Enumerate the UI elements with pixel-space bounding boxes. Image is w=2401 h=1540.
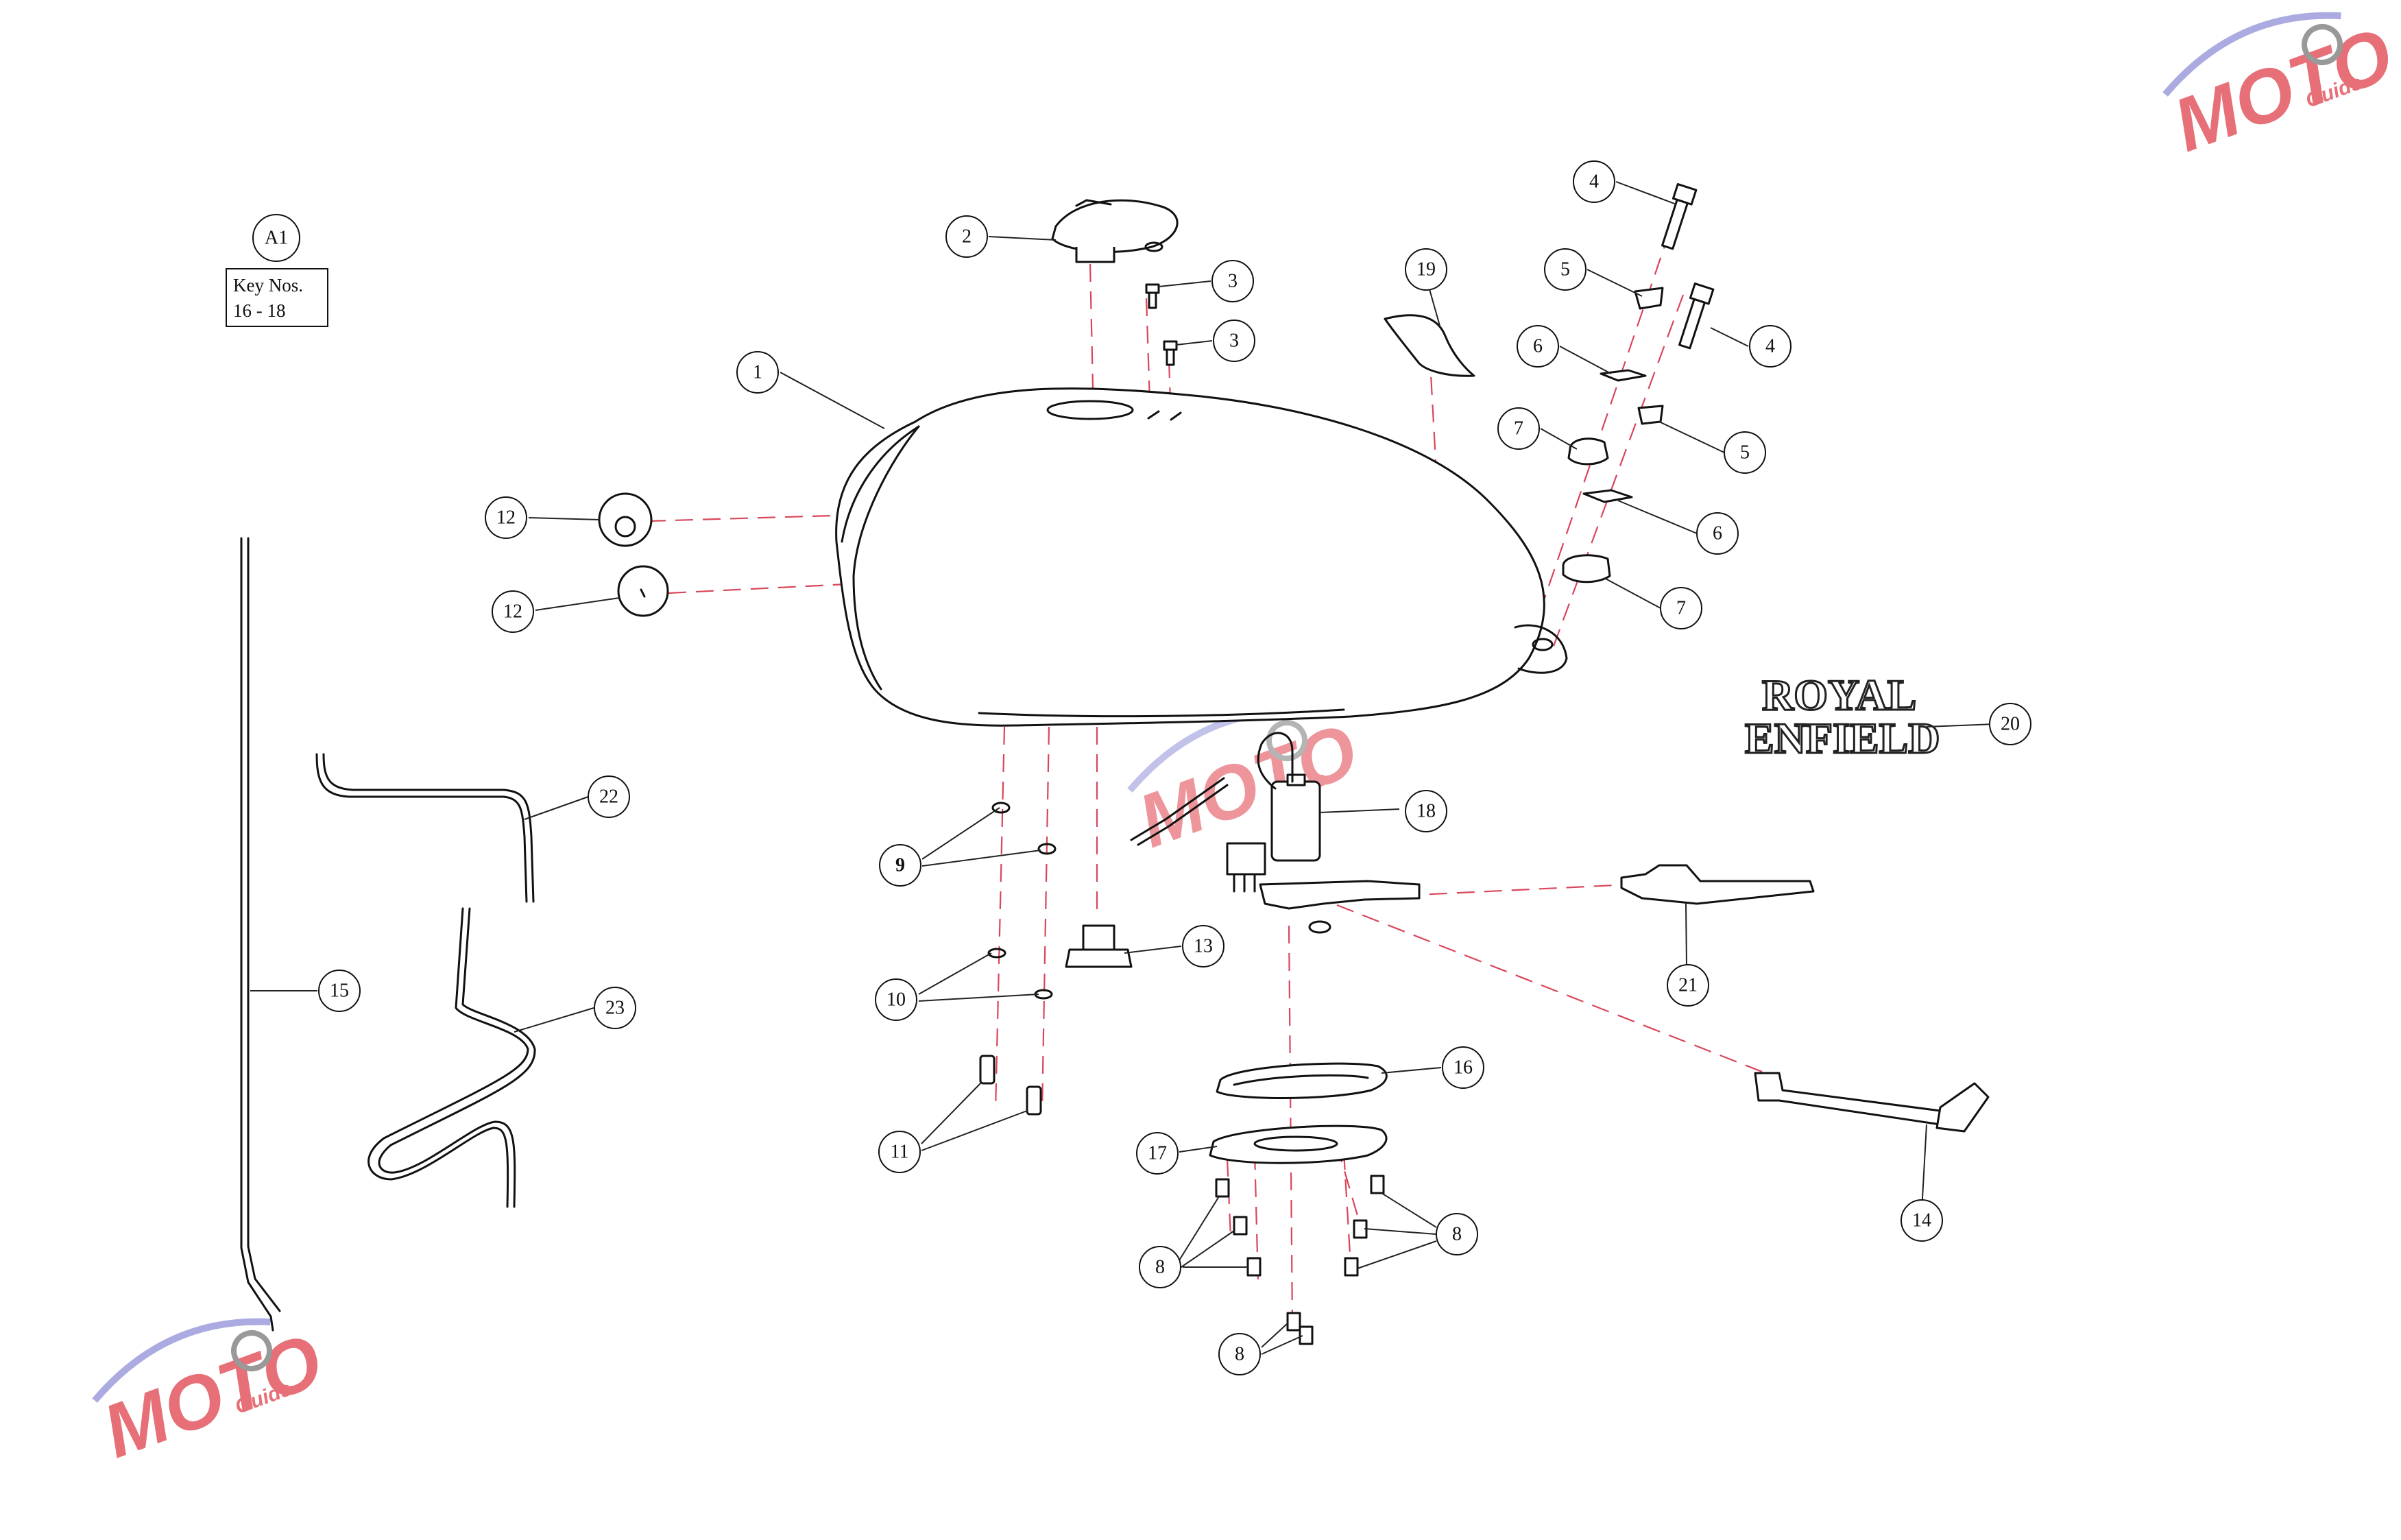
callout-16: 16 — [1442, 1046, 1484, 1089]
callout-21: 21 — [1667, 964, 1709, 1007]
callout-12b: 12 — [492, 590, 534, 633]
svg-text:18: 18 — [1416, 801, 1436, 822]
svg-text:MOTO: MOTO — [1128, 708, 1368, 864]
svg-text:7: 7 — [1676, 598, 1686, 619]
fuel-pump — [1130, 732, 1421, 934]
svg-text:ENFIELD: ENFIELD — [1745, 714, 1940, 762]
svg-text:2: 2 — [962, 226, 972, 248]
svg-text:MOTO: MOTO — [2163, 12, 2401, 168]
svg-text:9: 9 — [895, 855, 905, 876]
svg-text:23: 23 — [605, 998, 625, 1019]
fuel-tank — [835, 387, 1568, 727]
callout-8c: 8 — [1218, 1333, 1261, 1375]
callout-15: 15 — [318, 970, 361, 1012]
leader-lines — [250, 181, 1996, 1355]
svg-text:8: 8 — [1155, 1257, 1165, 1278]
svg-text:6: 6 — [1533, 336, 1543, 357]
svg-text:3: 3 — [1229, 330, 1239, 352]
brand-decal: ROYAL ENFIELD — [1744, 670, 1942, 764]
mounting-hardware — [1562, 183, 1715, 583]
knee-grips — [598, 492, 669, 617]
svg-text:16 - 18: 16 - 18 — [233, 300, 286, 321]
svg-text:14: 14 — [1912, 1210, 1931, 1231]
gear-icon — [2302, 24, 2343, 66]
callout-10: 10 — [875, 978, 917, 1021]
callout-3a: 3 — [1211, 260, 1254, 302]
svg-text:15: 15 — [330, 980, 349, 1002]
callout-2: 2 — [945, 215, 988, 258]
watermark-bottom-left: MOTO Guids — [92, 1318, 333, 1474]
svg-text:6: 6 — [1713, 523, 1722, 544]
callout-14: 14 — [1901, 1199, 1943, 1242]
svg-text:22: 22 — [599, 786, 618, 808]
svg-text:20: 20 — [2001, 714, 2020, 735]
svg-text:MOTO: MOTO — [93, 1318, 333, 1474]
svg-text:A1: A1 — [265, 228, 288, 249]
callout-8a: 8 — [1139, 1246, 1181, 1288]
callout-22: 22 — [588, 775, 630, 818]
svg-text:Key Nos.: Key Nos. — [233, 275, 303, 296]
svg-text:4: 4 — [1589, 171, 1599, 193]
gear-icon — [231, 1330, 273, 1372]
pump-plate — [1209, 1124, 1388, 1164]
callout-19: 19 — [1405, 248, 1447, 291]
callout-9: 9 — [879, 844, 921, 887]
callout-20: 20 — [1989, 703, 2031, 745]
assembly-callout: A1 — [252, 214, 300, 262]
callout-5b: 5 — [1724, 431, 1766, 474]
callout-18: 18 — [1405, 790, 1447, 832]
drain-hose — [367, 907, 536, 1208]
callout-4b: 4 — [1749, 325, 1791, 368]
watermark-top-right: MOTO Guids — [2162, 12, 2401, 168]
callout-17: 17 — [1136, 1132, 1179, 1175]
assembly-dash-lines — [647, 205, 1766, 1327]
callout-11: 11 — [878, 1131, 921, 1173]
pump-screws — [1215, 1175, 1385, 1345]
svg-text:1: 1 — [753, 362, 762, 383]
svg-text:5: 5 — [1740, 442, 1750, 464]
svg-text:19: 19 — [1416, 259, 1436, 280]
callout-1: 1 — [736, 351, 779, 394]
callout-4a: 4 — [1573, 160, 1615, 203]
callout-6b: 6 — [1696, 512, 1739, 555]
callout-7a: 7 — [1497, 407, 1540, 450]
callout-3b: 3 — [1213, 320, 1255, 362]
svg-text:8: 8 — [1452, 1224, 1462, 1245]
svg-text:8: 8 — [1235, 1344, 1244, 1365]
fuel-filler-cap — [1051, 199, 1179, 263]
breather-pipe — [240, 537, 281, 1332]
small-hardware — [979, 802, 1057, 1116]
svg-text:16: 16 — [1453, 1057, 1473, 1079]
callout-6a: 6 — [1517, 325, 1559, 368]
svg-text:12: 12 — [496, 507, 516, 529]
svg-text:4: 4 — [1765, 336, 1775, 357]
cap-screws — [1145, 283, 1178, 366]
svg-text:11: 11 — [891, 1142, 909, 1163]
svg-text:3: 3 — [1228, 271, 1238, 292]
svg-text:ROYAL: ROYAL — [1762, 671, 1916, 719]
pump-bracket — [1620, 864, 1815, 905]
callout-8b: 8 — [1436, 1213, 1478, 1255]
svg-text:21: 21 — [1678, 975, 1698, 996]
svg-text:7: 7 — [1514, 418, 1523, 440]
callout-13: 13 — [1182, 925, 1224, 967]
tank-badge — [1384, 314, 1475, 377]
svg-text:12: 12 — [503, 601, 522, 623]
callout-12a: 12 — [485, 496, 527, 539]
pump-gasket — [1216, 1062, 1388, 1099]
svg-text:13: 13 — [1194, 936, 1213, 957]
drain-plug — [1065, 924, 1133, 968]
fuel-hose — [1754, 1072, 1990, 1133]
callout-5a: 5 — [1544, 248, 1586, 291]
callout-23: 23 — [594, 987, 636, 1029]
key-nos-box: Key Nos. 16 - 18 — [226, 268, 328, 327]
callout-7b: 7 — [1660, 587, 1702, 629]
svg-text:5: 5 — [1560, 259, 1570, 280]
svg-text:17: 17 — [1148, 1143, 1167, 1164]
svg-text:10: 10 — [886, 989, 906, 1011]
vent-hose — [315, 753, 535, 903]
